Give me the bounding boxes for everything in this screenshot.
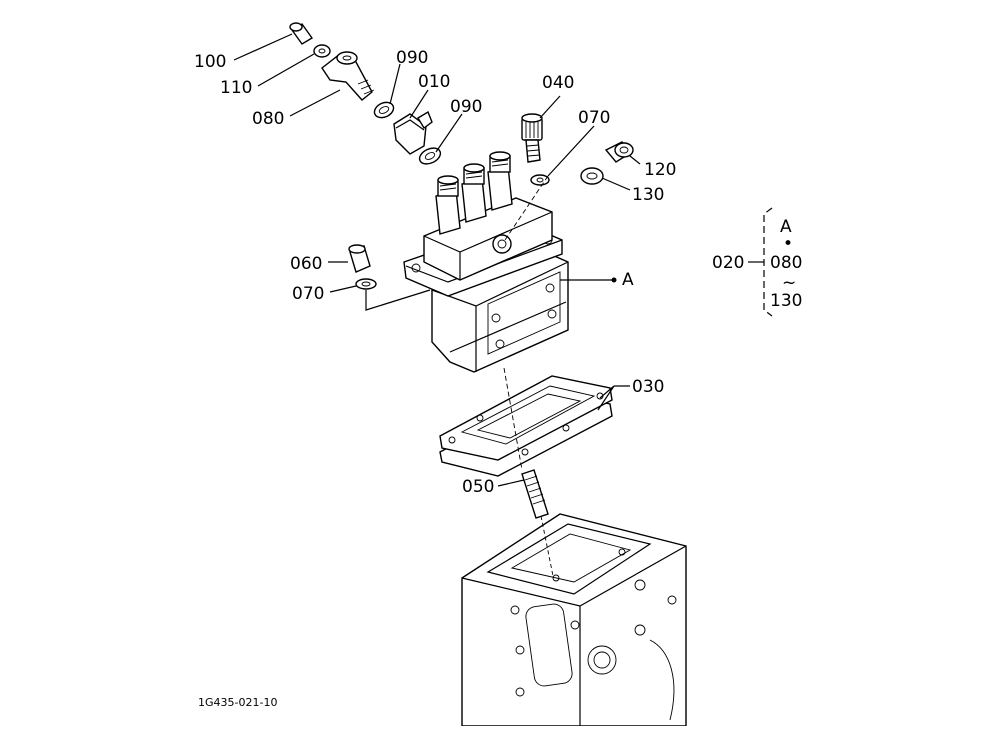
legend-top: A: [780, 217, 792, 237]
plug-120: [604, 141, 634, 163]
label-070-b: 070: [292, 284, 324, 304]
fitting-010: [393, 110, 433, 155]
banjo-connector-080: [321, 51, 375, 101]
injection-pump: [403, 151, 569, 373]
label-040: 040: [542, 73, 574, 93]
legend-from: 080: [770, 253, 802, 273]
seal-ring-090-a: [373, 101, 395, 119]
label-010: 010: [418, 72, 450, 92]
washer-070-b: [355, 278, 377, 290]
leader-lines: [233, 33, 641, 487]
bolt-040: [521, 113, 543, 163]
assembly-legend: 020 A • 080 ~ 130: [712, 207, 802, 317]
label-110: 110: [220, 78, 252, 98]
part-labels: 100 110 080 090 010 090 040 070 120 130 …: [194, 48, 676, 497]
label-130: 130: [632, 185, 664, 205]
label-060: 060: [290, 254, 322, 274]
stud-bolt-050: [521, 469, 554, 577]
legend-to: 130: [770, 291, 802, 311]
label-100: 100: [194, 52, 226, 72]
label-050: 050: [462, 477, 494, 497]
gasket-030: [439, 375, 613, 477]
seal-ring-090-b: [418, 147, 442, 165]
label-120: 120: [644, 160, 676, 180]
seal-130: [580, 167, 604, 185]
washer-110: [313, 44, 331, 58]
delivery-valve-holders: [435, 151, 513, 235]
label-090-a: 090: [396, 48, 428, 68]
label-070-a: 070: [578, 108, 610, 128]
label-030: 030: [632, 377, 664, 397]
legend-code: 020: [712, 253, 744, 273]
drawing-reference: 1G435-021-10: [198, 696, 277, 709]
banjo-bolt-100: [289, 22, 314, 45]
washer-070-a: [530, 174, 550, 186]
label-A: A: [622, 270, 634, 290]
label-080: 080: [252, 109, 284, 129]
nut-060: [348, 244, 371, 273]
engine-block: [461, 513, 687, 727]
legend-dot: •: [783, 234, 793, 254]
legend-tilde: ~: [782, 273, 796, 293]
label-090-b: 090: [450, 97, 482, 117]
